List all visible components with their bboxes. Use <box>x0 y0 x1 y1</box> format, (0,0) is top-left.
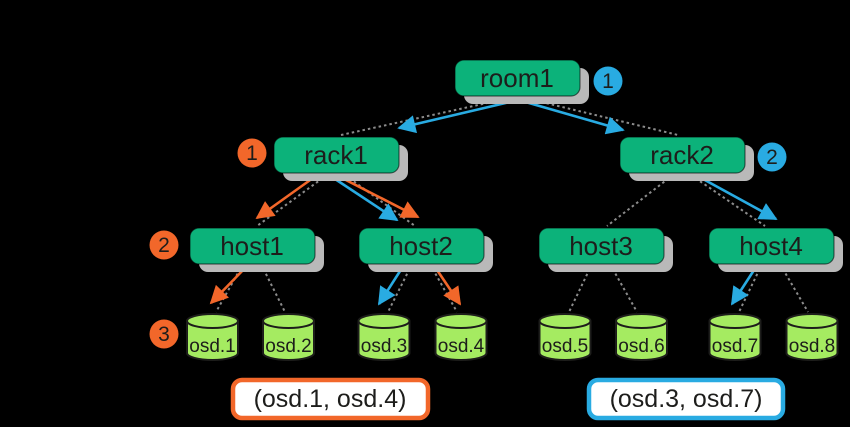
orange-selection-arrows <box>209 176 462 306</box>
badge-number: 2 <box>158 234 170 257</box>
dotted-edge-host3-osd5 <box>568 263 593 313</box>
cylinder-body <box>538 321 592 361</box>
blue-arrow-room1-rack2 <box>521 99 625 135</box>
node-label-rack1: rack1 <box>304 140 368 170</box>
dotted-edge-room1-rack1 <box>340 97 511 136</box>
cylinder-body <box>262 321 315 361</box>
cylinder-body <box>357 321 411 361</box>
osd-cylinder-osd6: osd.6 <box>615 313 668 361</box>
cylinder-top <box>186 313 239 329</box>
osd-cylinder-osd8: osd.8 <box>785 313 839 361</box>
node-box <box>358 227 485 265</box>
node-box <box>189 227 316 265</box>
node-label-room1: room1 <box>480 63 554 93</box>
node-label-host2: host2 <box>389 231 453 261</box>
result-box <box>586 377 786 421</box>
badge-orange-3: 3 <box>149 319 179 349</box>
badge-blue-2: 2 <box>757 142 787 172</box>
node-host1: host1 <box>189 227 324 272</box>
blue-selection-arrows <box>331 99 778 306</box>
badge-orange-2: 2 <box>149 230 179 260</box>
cylinder-top <box>708 313 762 329</box>
badge-number: 2 <box>766 146 778 169</box>
osd-cylinder-osd4: osd.4 <box>434 313 488 361</box>
badge-circle <box>149 230 179 260</box>
cylinder-body <box>615 321 668 361</box>
osd-cylinder-osd3: osd.3 <box>357 313 411 361</box>
dotted-edge-host1-osd2 <box>260 263 286 313</box>
badge-circle <box>593 66 623 96</box>
node-label-rack2: rack2 <box>650 140 714 170</box>
cylinder-top <box>434 313 488 329</box>
result-label-blue: (osd.3, osd.7) <box>610 385 763 413</box>
dotted-edge-rack2-host4 <box>690 174 766 227</box>
cylinder-top <box>538 313 592 329</box>
osd-label-osd2: osd.2 <box>265 336 311 357</box>
blue-arrow-host2-osd3 <box>377 267 404 306</box>
cylinder-body <box>186 321 239 361</box>
dotted-edge-room1-rack2 <box>524 97 679 136</box>
osd-label-osd3: osd.3 <box>361 336 407 357</box>
cylinder-body <box>708 321 762 361</box>
cylinder-body <box>785 321 839 361</box>
badge-number: 1 <box>602 70 614 93</box>
cylinder-top <box>785 313 839 329</box>
orange-arrow-host1-osd1 <box>209 265 248 305</box>
badge-circle <box>237 138 267 168</box>
badge-number: 1 <box>246 142 258 165</box>
result-box-blue: (osd.3, osd.7) <box>586 377 786 421</box>
osd-label-osd8: osd.8 <box>789 336 835 357</box>
node-box <box>454 59 581 97</box>
result-label-orange: (osd.1, osd.4) <box>254 385 407 413</box>
osd-cylinder-osd2: osd.2 <box>262 313 315 361</box>
result-box <box>230 377 431 421</box>
osd-label-osd4: osd.4 <box>438 336 485 357</box>
blue-arrow-rack2-host4 <box>702 177 778 221</box>
cylinder-top <box>615 313 668 329</box>
node-label-host1: host1 <box>220 231 284 261</box>
blue-arrow-host4-osd7 <box>730 266 758 306</box>
osd-cylinder-osd7: osd.7 <box>708 313 762 361</box>
orange-arrow-host2-osd4 <box>433 266 462 306</box>
cylinder-body <box>434 321 488 361</box>
blue-arrow-rack1-host2 <box>331 175 399 222</box>
badge-circle <box>149 319 179 349</box>
dotted-edge-host3-osd6 <box>609 263 638 313</box>
osd-cylinder-osd5: osd.5 <box>538 313 592 361</box>
cylinder-top <box>262 313 315 329</box>
cylinder-top <box>357 313 411 329</box>
node-label-host4: host4 <box>739 231 803 261</box>
node-box <box>619 136 746 174</box>
orange-arrow-rack1-host1 <box>255 176 314 220</box>
node-rack1: rack1 <box>273 136 408 181</box>
blue-arrow-room1-rack1 <box>397 99 515 134</box>
result-box-orange: (osd.1, osd.4) <box>230 377 431 421</box>
node-host2: host2 <box>358 227 493 272</box>
osd-label-osd7: osd.7 <box>712 336 758 357</box>
osd-cylinder-osd1: osd.1 <box>186 313 239 361</box>
badge-orange-1: 1 <box>237 138 267 168</box>
osd-label-osd1: osd.1 <box>189 336 235 357</box>
orange-arrow-rack1-host2 <box>341 176 420 219</box>
node-host4: host4 <box>708 227 843 272</box>
node-rack2: rack2 <box>619 136 754 181</box>
node-label-host3: host3 <box>569 231 633 261</box>
badge-circle <box>757 142 787 172</box>
node-box <box>538 227 665 265</box>
node-box <box>708 227 835 265</box>
node-host3: host3 <box>538 227 673 272</box>
badge-blue-1: 1 <box>593 66 623 96</box>
osd-label-osd5: osd.5 <box>542 336 588 357</box>
osd-label-osd6: osd.6 <box>618 336 664 357</box>
node-box <box>273 136 400 174</box>
badge-number: 3 <box>158 323 170 346</box>
node-room1: room1 <box>454 59 589 104</box>
dotted-edge-host4-osd8 <box>779 263 809 313</box>
